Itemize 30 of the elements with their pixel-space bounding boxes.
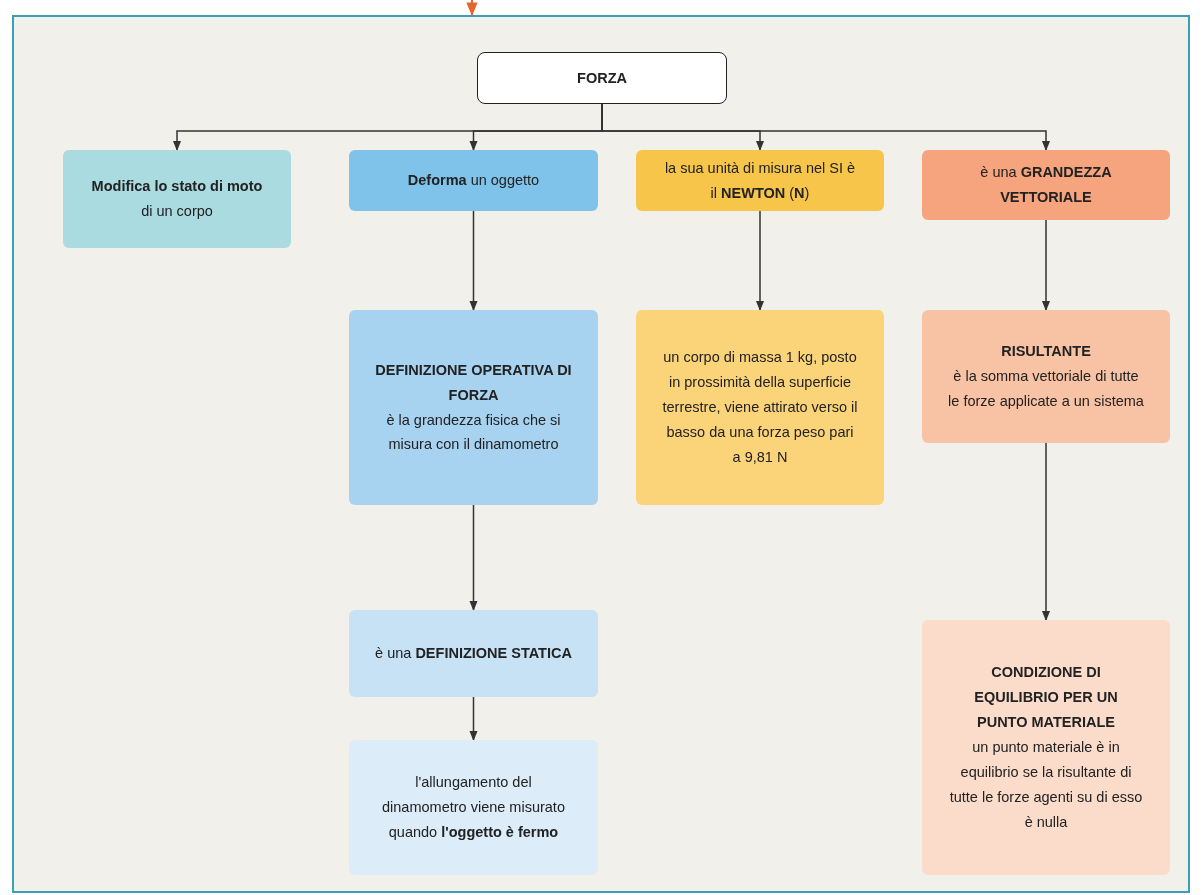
arrow bbox=[469, 504, 478, 612]
box-text: l'allungamento del dinamometro viene misurato quando l'oggetto è fermo bbox=[381, 773, 566, 842]
box-text: è la grandezza fisica che si misura con il dinamometro bbox=[385, 410, 562, 455]
title-box bbox=[477, 52, 727, 104]
concept-box bbox=[349, 610, 598, 697]
concept-box bbox=[349, 310, 598, 505]
concept-box bbox=[922, 620, 1170, 875]
box-text: è la somma vettoriale di tutte le forze applicate a un sistema bbox=[948, 367, 1144, 411]
arrow bbox=[469, 210, 478, 312]
concept-box bbox=[636, 150, 884, 211]
arrow bbox=[755, 210, 765, 312]
concept-box bbox=[349, 150, 598, 211]
arrow bbox=[466, 0, 478, 17]
box-text: Deforma un oggetto bbox=[407, 171, 540, 191]
concept-box bbox=[636, 310, 884, 505]
box-text: Modifica lo stato di moto di un corpo bbox=[90, 177, 264, 221]
box-text: è una GRANDEZZA VETTORIALE bbox=[979, 163, 1113, 207]
box-heading: RISULTANTE bbox=[1001, 342, 1091, 362]
box-text: la sua unità di misura nel SI è il NEWTON (N) bbox=[663, 158, 857, 203]
box-text: un punto materiale è in equilibrio se la risultante di tutte le forze agenti su di esso è nulla bbox=[948, 738, 1144, 832]
concept-box bbox=[922, 150, 1170, 220]
arrow bbox=[1041, 442, 1051, 622]
concept-box bbox=[349, 740, 598, 875]
box-text: FORZA bbox=[577, 68, 627, 88]
arrow bbox=[1041, 219, 1051, 312]
arrow bbox=[469, 696, 478, 742]
box-text: è una DEFINIZIONE STATICA bbox=[375, 644, 572, 664]
box-text: un corpo di massa 1 kg, posto in prossimità della superficie terrestre, viene attirato verso il basso da una forza peso pari a 9,81 N bbox=[662, 348, 858, 467]
concept-box bbox=[63, 150, 291, 248]
concept-box bbox=[922, 310, 1170, 443]
